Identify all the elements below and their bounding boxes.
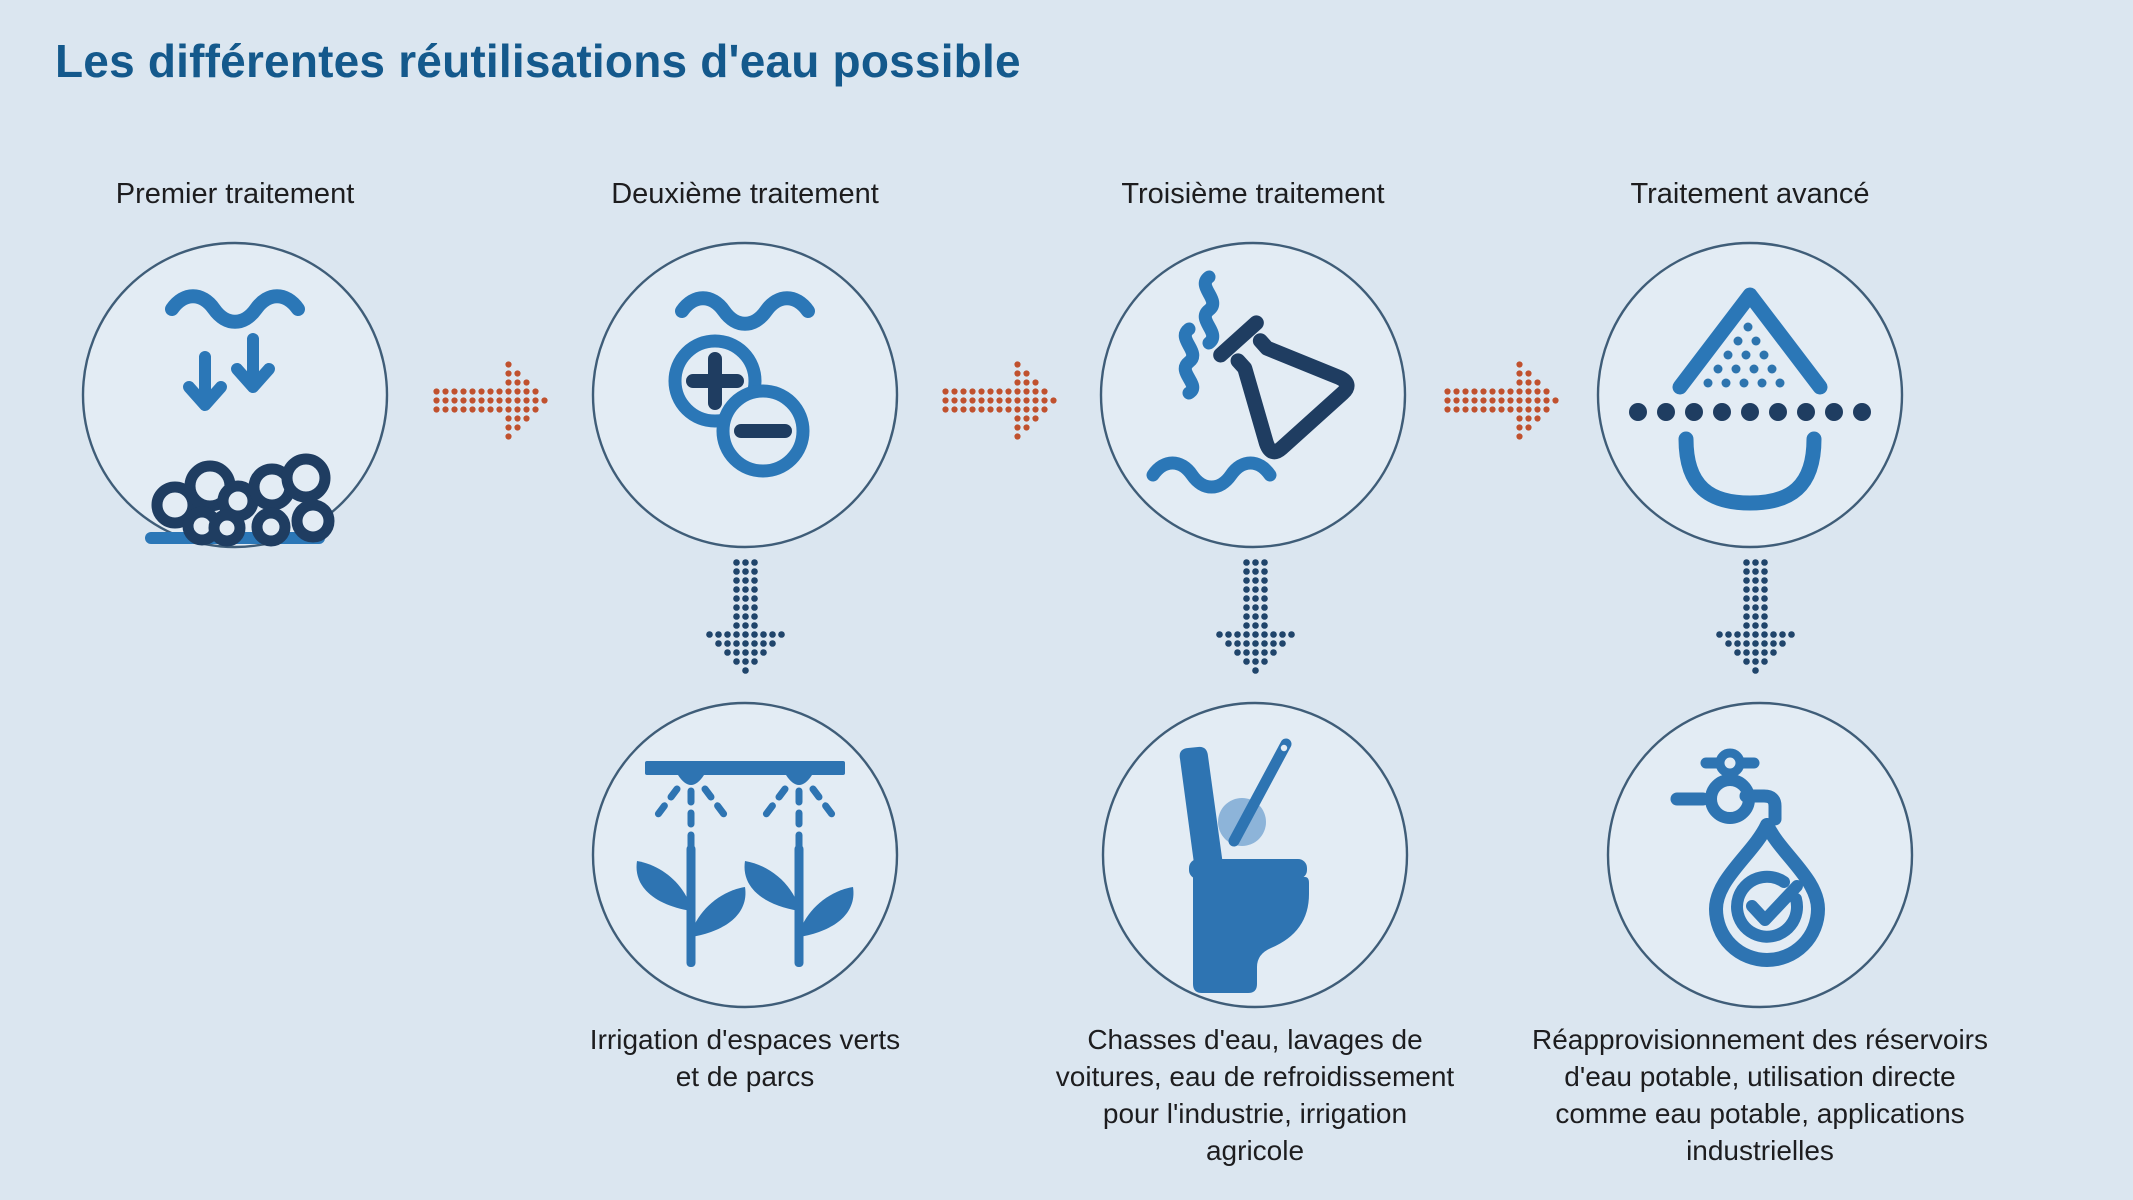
stage-label-troisieme: Troisième traitement — [1121, 178, 1385, 210]
outcome-text-irrigation: Irrigation d'espaces verts et de parcs — [589, 1024, 901, 1092]
dotted-right-arrow-icon — [433, 361, 548, 440]
sprinkler-plants-icon — [636, 761, 854, 967]
node-chasses-eau — [1101, 701, 1409, 1009]
dotted-right-arrow-icon — [1444, 361, 1559, 440]
outcome-text-potable: Réapprovisionnement des réservoirs d'eau… — [1532, 1024, 1988, 1166]
stage-label-premier: Premier traitement — [115, 178, 355, 210]
dotted-down-arrow-icon — [1716, 559, 1795, 674]
node-premier-traitement — [81, 241, 389, 549]
stage-label-deuxieme: Deuxième traitement — [611, 178, 879, 210]
outcome-text-chasses: Chasses d'eau, lavages de voitures, eau … — [1055, 1024, 1455, 1166]
page-title: Les différentes réutilisations d'eau pos… — [55, 35, 1021, 87]
node-eau-potable — [1606, 701, 1914, 1009]
filtration-droplet-icon — [1629, 287, 1871, 511]
charge-balance-icon — [668, 291, 815, 478]
stage-label-avance: Traitement avancé — [1630, 178, 1870, 210]
node-irrigation — [591, 701, 899, 1009]
sedimentation-icon — [145, 289, 335, 547]
toilet-flush-icon — [1179, 738, 1309, 993]
dotted-right-arrow-icon — [942, 361, 1057, 440]
dotted-down-arrow-icon — [706, 559, 785, 674]
potable-tap-droplet-icon — [1670, 748, 1825, 967]
chemical-flask-icon — [1146, 270, 1355, 494]
node-troisieme-traitement — [1099, 241, 1407, 549]
dotted-down-arrow-icon — [1216, 559, 1295, 674]
node-traitement-avance — [1596, 241, 1904, 549]
node-deuxieme-traitement — [591, 241, 899, 549]
